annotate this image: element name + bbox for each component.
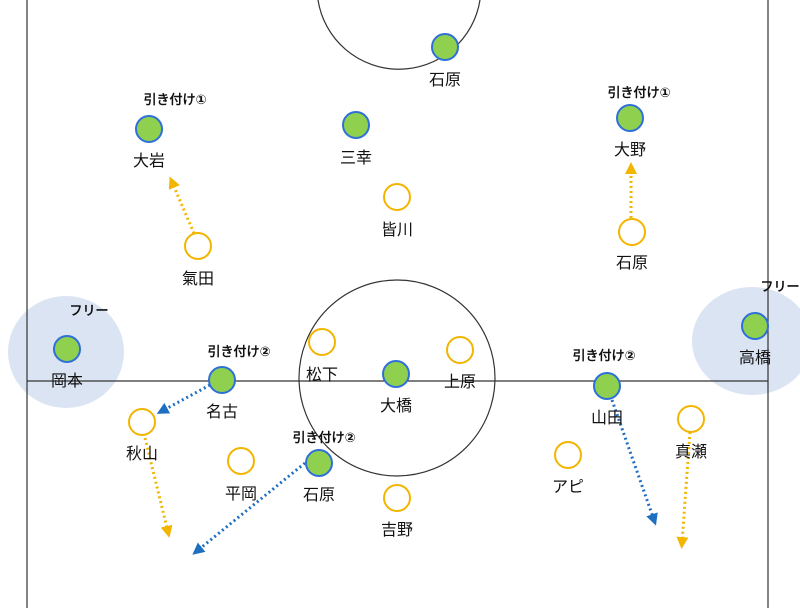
player-ishihara-top (431, 33, 459, 61)
tag-hikitsuke2-ishihara: 引き付け② (292, 430, 355, 446)
label-oiwa: 大岩 (133, 151, 165, 170)
label-nagoya: 名古 (206, 402, 238, 421)
label-ishihara-right: 石原 (616, 253, 648, 272)
player-hiraoka (227, 447, 255, 475)
label-apo: アピ (552, 477, 584, 496)
tag-hikitsuke1-right: 引き付け① (607, 85, 670, 101)
label-uehara: 上原 (444, 372, 476, 391)
label-ishihara-low: 石原 (303, 485, 335, 504)
player-ishihara-low (305, 449, 333, 477)
label-ishihara-top: 石原 (429, 70, 461, 89)
center-circle (298, 279, 496, 477)
arrow-mase-run (676, 431, 692, 549)
label-mase: 真瀬 (675, 442, 707, 461)
tag-free-left: フリー (69, 304, 108, 319)
penalty-arc (317, 0, 481, 70)
player-okamoto (53, 335, 81, 363)
free-zone-right (692, 287, 800, 395)
label-hiraoka: 平岡 (225, 484, 257, 503)
player-ohashi (382, 360, 410, 388)
label-minagawa: 皆川 (381, 220, 413, 239)
label-okamoto: 岡本 (51, 371, 83, 390)
tag-hikitsuke1-left: 引き付け① (143, 92, 206, 108)
player-ishihara-right (618, 218, 646, 246)
label-miyuki: 三幸 (340, 148, 372, 167)
player-akiyama (128, 408, 156, 436)
label-matsushita: 松下 (306, 365, 338, 384)
player-matsushita (308, 328, 336, 356)
player-apo (554, 441, 582, 469)
label-yamada: 山田 (591, 408, 623, 427)
player-minagawa (383, 183, 411, 211)
player-ono (616, 104, 644, 132)
arrow-ishihara-low-pass (192, 461, 306, 555)
arrow-kida-run (168, 176, 198, 239)
label-ohashi: 大橋 (380, 396, 412, 415)
player-mase (677, 405, 705, 433)
label-akiyama: 秋山 (126, 444, 158, 463)
player-miyuki (342, 111, 370, 139)
tag-hikitsuke2-nagoya: 引き付け② (207, 344, 270, 360)
player-nagoya (208, 366, 236, 394)
player-kida (184, 232, 212, 260)
player-yamada (593, 372, 621, 400)
tag-hikitsuke2-yamada: 引き付け② (572, 348, 635, 364)
label-yoshino: 吉野 (381, 520, 413, 539)
tag-free-right: フリー (760, 280, 799, 295)
player-yoshino (383, 484, 411, 512)
label-kida: 氣田 (182, 269, 214, 288)
arrow-akiyama-run (143, 437, 173, 538)
label-takahashi: 高橋 (739, 348, 771, 367)
arrow-yamada-pass (610, 399, 658, 526)
player-takahashi (741, 312, 769, 340)
player-uehara (446, 336, 474, 364)
label-ono: 大野 (614, 140, 646, 159)
arrow-nagoya-pass (156, 383, 211, 414)
player-oiwa (135, 115, 163, 143)
